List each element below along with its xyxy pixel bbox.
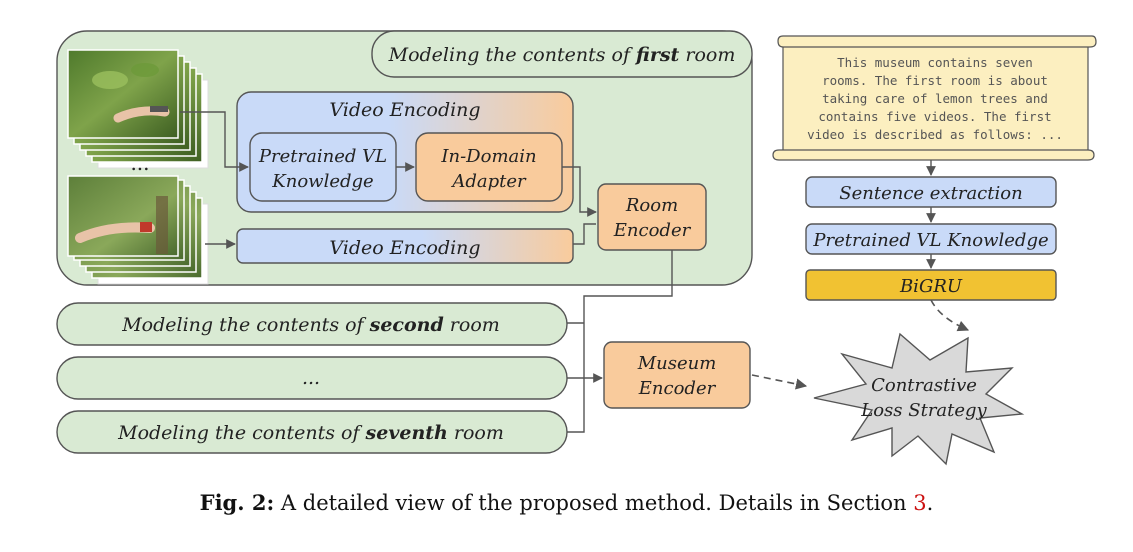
room-second-label: Modeling the contents of second room xyxy=(121,314,500,336)
scroll-line-4: contains five videos. The first xyxy=(818,109,1051,124)
pretrained-vl-text-label: Pretrained VL Knowledge xyxy=(812,230,1048,251)
caption-end: . xyxy=(926,491,934,515)
video2-to-room-line xyxy=(573,223,596,245)
contrastive-loss-starburst: Contrastive Loss Strategy xyxy=(813,332,1025,466)
adapter-to-room-arrow xyxy=(562,166,597,217)
room-second: Modeling the contents of second room xyxy=(56,302,568,346)
video-encoding-2-label: Video Encoding xyxy=(329,237,480,259)
museum-encoder-line1: Museum xyxy=(637,353,717,374)
room-middle: ... xyxy=(56,356,568,400)
text-description-scroll: This museum contains seven rooms. The fi… xyxy=(772,35,1097,161)
scroll-line-1: This museum contains seven xyxy=(837,55,1033,70)
museum-to-loss-arrow xyxy=(751,374,808,390)
sentence-extraction-label: Sentence extraction xyxy=(839,183,1022,204)
first-room-label: Modeling the contents of first room xyxy=(388,44,736,66)
frames1-arrow xyxy=(180,111,249,172)
video-frames-stack-2 xyxy=(67,175,209,285)
contrastive-line1: Contrastive xyxy=(871,375,977,396)
first-room-label-box xyxy=(371,30,753,78)
bigru-to-loss-arrow xyxy=(930,299,970,332)
room-seventh: Modeling the contents of seventh room xyxy=(56,410,568,454)
room-middle-label: ... xyxy=(302,367,320,389)
sentence-extraction-box: Sentence extraction xyxy=(805,176,1057,208)
figure-caption: Fig. 2: A detailed view of the proposed … xyxy=(0,490,1133,515)
room-seventh-label: Modeling the contents of seventh room xyxy=(117,422,504,444)
museum-encoder-line2: Encoder xyxy=(638,378,717,399)
video-encoding-block-2: Video Encoding xyxy=(236,228,574,264)
contrastive-line2: Loss Strategy xyxy=(860,400,987,421)
video-frames-stack-1 xyxy=(67,49,209,169)
seventh-room-connector xyxy=(567,378,585,433)
video-encoding-title: Video Encoding xyxy=(329,99,480,121)
scroll-line-2: rooms. The first room is about xyxy=(822,73,1048,88)
caption-section-ref[interactable]: 3 xyxy=(913,491,927,515)
caption-text: A detailed view of the proposed method. … xyxy=(274,491,914,515)
scroll-line-3: taking care of lemon trees and xyxy=(822,91,1048,106)
pretrained-vl-line1: Pretrained VL xyxy=(258,146,387,167)
bigru-label: BiGRU xyxy=(899,276,963,297)
pretrained-vl-line2: Knowledge xyxy=(271,171,373,192)
room-encoder: Room Encoder xyxy=(597,183,707,251)
caption-fig-label: Fig. 2: xyxy=(199,490,275,515)
adapter-line2: Adapter xyxy=(450,171,527,192)
scroll-line-5: video is described as follows: ... xyxy=(807,127,1063,142)
adapter-line1: In-Domain xyxy=(440,146,536,167)
frames-ellipsis: ... xyxy=(130,151,149,175)
room-to-museum-arrow xyxy=(583,250,673,383)
bigru-box: BiGRU xyxy=(805,269,1057,301)
room-encoder-line2: Encoder xyxy=(613,220,692,241)
video-encoding-block: Video Encoding Pretrained VL Knowledge I… xyxy=(236,91,574,213)
museum-encoder: Museum Encoder xyxy=(603,341,751,409)
room-encoder-line1: Room xyxy=(625,195,678,216)
pretrained-vl-text-box: Pretrained VL Knowledge xyxy=(805,223,1057,255)
